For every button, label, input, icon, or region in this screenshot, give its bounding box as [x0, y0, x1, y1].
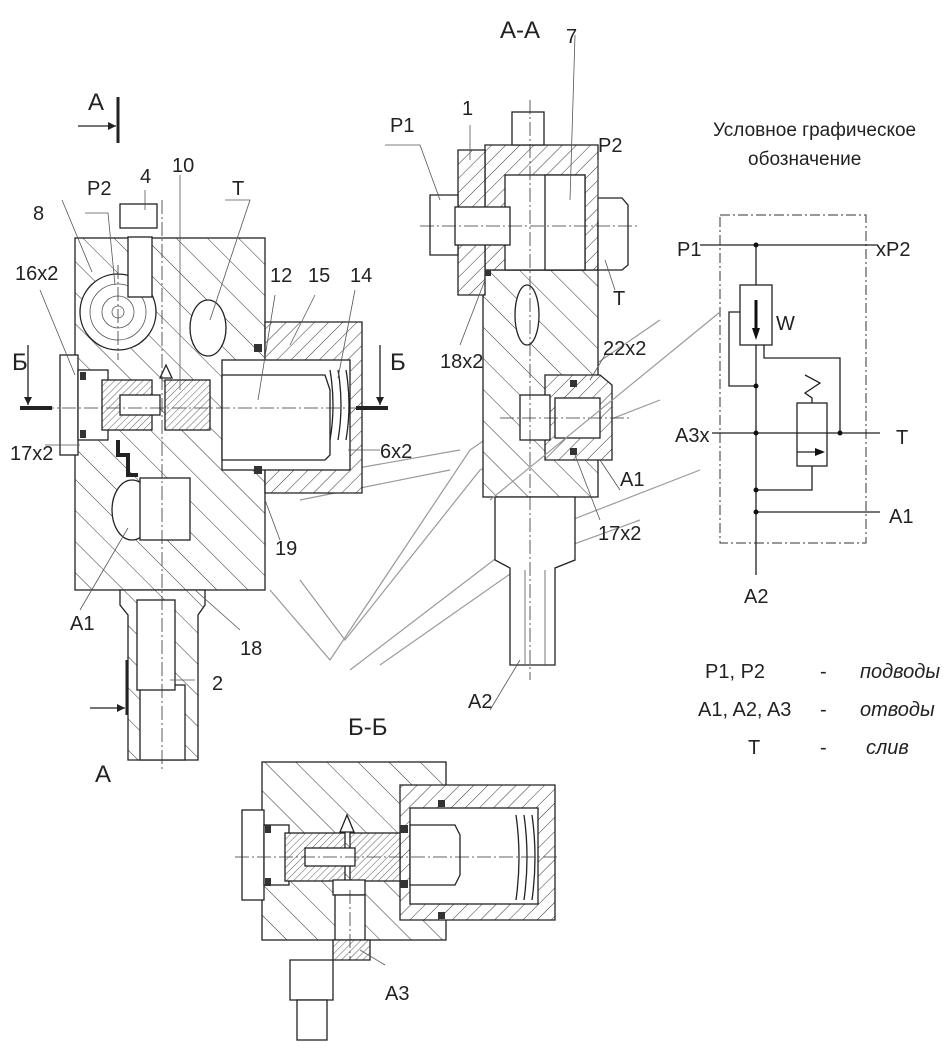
legend-dash: -	[820, 661, 827, 683]
label-p2: P2	[87, 178, 111, 200]
section-aa-title: А-А	[500, 17, 540, 44]
label-aa-7: 7	[566, 26, 577, 48]
label-16x2: 16x2	[15, 263, 58, 285]
label-aa-a1: A1	[620, 469, 644, 491]
label-bb-a3: A3	[385, 983, 409, 1005]
left-view	[20, 97, 388, 770]
label-aa-17x2: 17x2	[598, 523, 641, 545]
schematic-port-a1: A1	[889, 506, 913, 528]
schematic-port-t: T	[896, 427, 908, 449]
section-aa-labels: P1 1 7 P2 T 18x2 22x2 A1 17x2 A2	[390, 26, 646, 713]
label-aa-p2: P2	[598, 135, 622, 157]
label-a1: A1	[70, 613, 94, 635]
label-19: 19	[275, 538, 297, 560]
label-12: 12	[270, 265, 292, 287]
hydraulic-schematic: Условное графическое обозначение P1 xP2 …	[489, 120, 916, 608]
section-bb-title: Б-Б	[348, 714, 388, 741]
label-10: 10	[172, 155, 194, 177]
label-8: 8	[33, 203, 44, 225]
label-2: 2	[212, 673, 223, 695]
label-6x2: 6x2	[380, 441, 412, 463]
schematic-port-a3: A3x	[675, 425, 709, 447]
section-bb-view	[235, 761, 560, 1041]
label-17x2: 17x2	[10, 443, 53, 465]
label-14: 14	[350, 265, 372, 287]
schematic-port-a2: A2	[744, 586, 768, 608]
legend-meaning: слив	[866, 737, 909, 759]
label-aa-t: T	[613, 288, 625, 310]
label-aa-1: 1	[462, 98, 473, 120]
legend-ports: A1, A2, A3	[698, 699, 791, 721]
section-aa-view	[385, 34, 640, 711]
legend-ports: T	[748, 737, 760, 759]
cut-b-right-label: Б	[390, 349, 406, 376]
label-aa-a2: A2	[468, 691, 492, 713]
cut-a-top-label: А	[88, 89, 104, 116]
left-view-labels: А А Б Б P2 4 10 T 8 16x2 12 15 14 17x2 6…	[10, 89, 412, 788]
legend-ports: P1, P2	[705, 661, 765, 683]
label-aa-22x2: 22x2	[603, 338, 646, 360]
label-aa-p1: P1	[390, 115, 414, 137]
label-4: 4	[140, 166, 151, 188]
schematic-title-line2: обозначение	[748, 149, 861, 170]
label-aa-18x2: 18x2	[440, 351, 483, 373]
label-15: 15	[308, 265, 330, 287]
legend-dash: -	[820, 737, 827, 759]
legend-meaning: отводы	[860, 699, 935, 721]
cut-b-left-label: Б	[12, 349, 28, 376]
schematic-port-p2: xP2	[876, 239, 910, 261]
label-18: 18	[240, 638, 262, 660]
label-t: T	[232, 178, 244, 200]
legend-meaning: подводы	[860, 661, 940, 683]
schematic-valve-mark: W	[776, 313, 795, 335]
cut-a-bottom-label: А	[95, 761, 111, 788]
schematic-port-p1: P1	[677, 239, 701, 261]
schematic-title-line1: Условное графическое	[713, 120, 916, 141]
port-legend: P1, P2 - подводы A1, A2, A3 - отводы T -…	[698, 661, 940, 759]
legend-dash: -	[820, 699, 827, 721]
